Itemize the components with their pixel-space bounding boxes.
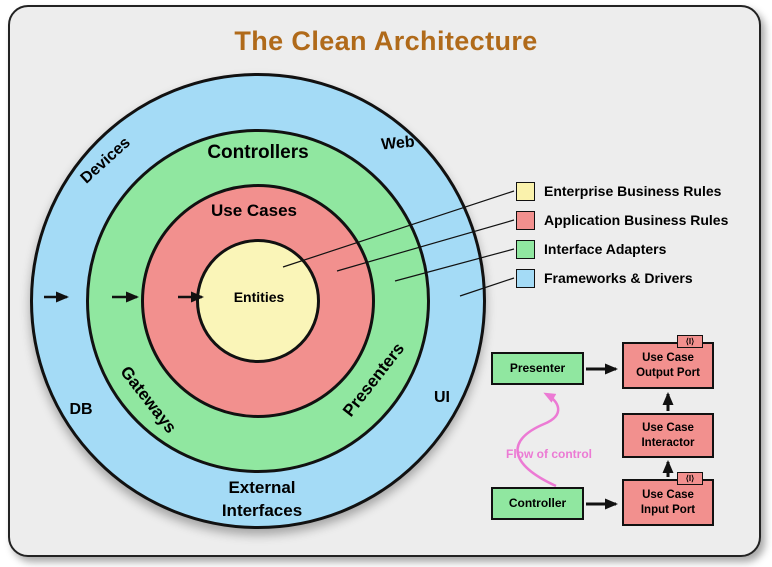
interface-badge-input-icon: ⟨I⟩ <box>677 472 703 485</box>
ring-label-external-interfaces: External Interfaces <box>222 477 302 523</box>
legend-item-adapters: Interface Adapters <box>516 239 728 259</box>
use-case-output-port-box: Use Case Output Port <box>622 342 714 389</box>
interactor-label-line2: Interactor <box>641 436 695 449</box>
input-port-label-line1: Use Case <box>642 488 694 501</box>
use-case-interactor-box: Use Case Interactor <box>622 413 714 458</box>
ring-label-use-cases: Use Cases <box>210 201 298 220</box>
ring-label-entities: Entities <box>233 289 285 305</box>
ring-label-ui: UI <box>434 389 450 406</box>
ring-label-db: DB <box>69 401 93 418</box>
ring-label-controllers: Controllers <box>207 142 309 163</box>
legend-label-frameworks: Frameworks & Drivers <box>544 270 693 286</box>
legend: Enterprise Business Rules Application Bu… <box>516 181 728 288</box>
interface-badge-output-icon: ⟨I⟩ <box>677 335 703 348</box>
external-interfaces-line1: External <box>228 478 296 498</box>
input-port-label-line2: Input Port <box>640 503 696 516</box>
external-interfaces-line2: Interfaces <box>221 501 303 520</box>
output-port-label-line2: Output Port <box>636 366 700 379</box>
legend-item-enterprise: Enterprise Business Rules <box>516 181 728 201</box>
presenter-box: Presenter <box>491 352 584 385</box>
presenter-label: Presenter <box>509 360 566 375</box>
legend-swatch-blue-icon <box>516 268 535 288</box>
legend-item-frameworks: Frameworks & Drivers <box>516 268 728 288</box>
legend-label-application: Application Business Rules <box>544 212 729 228</box>
flow-of-control-label: Flow of control <box>506 447 592 461</box>
controller-box: Controller <box>491 487 584 520</box>
use-case-input-port-box: Use Case Input Port <box>622 479 714 526</box>
legend-label-adapters: Interface Adapters <box>544 241 667 257</box>
output-port-label-line1: Use Case <box>642 351 694 364</box>
legend-swatch-yellow-icon <box>516 181 535 201</box>
page-title: The Clean Architecture <box>234 26 538 56</box>
legend-swatch-green-icon <box>516 239 535 259</box>
legend-swatch-red-icon <box>516 210 535 230</box>
legend-label-enterprise: Enterprise Business Rules <box>544 183 722 199</box>
ring-label-web: Web <box>380 133 416 154</box>
controller-label: Controller <box>508 495 567 510</box>
legend-item-application: Application Business Rules <box>516 210 728 230</box>
interactor-label-line1: Use Case <box>642 421 694 434</box>
